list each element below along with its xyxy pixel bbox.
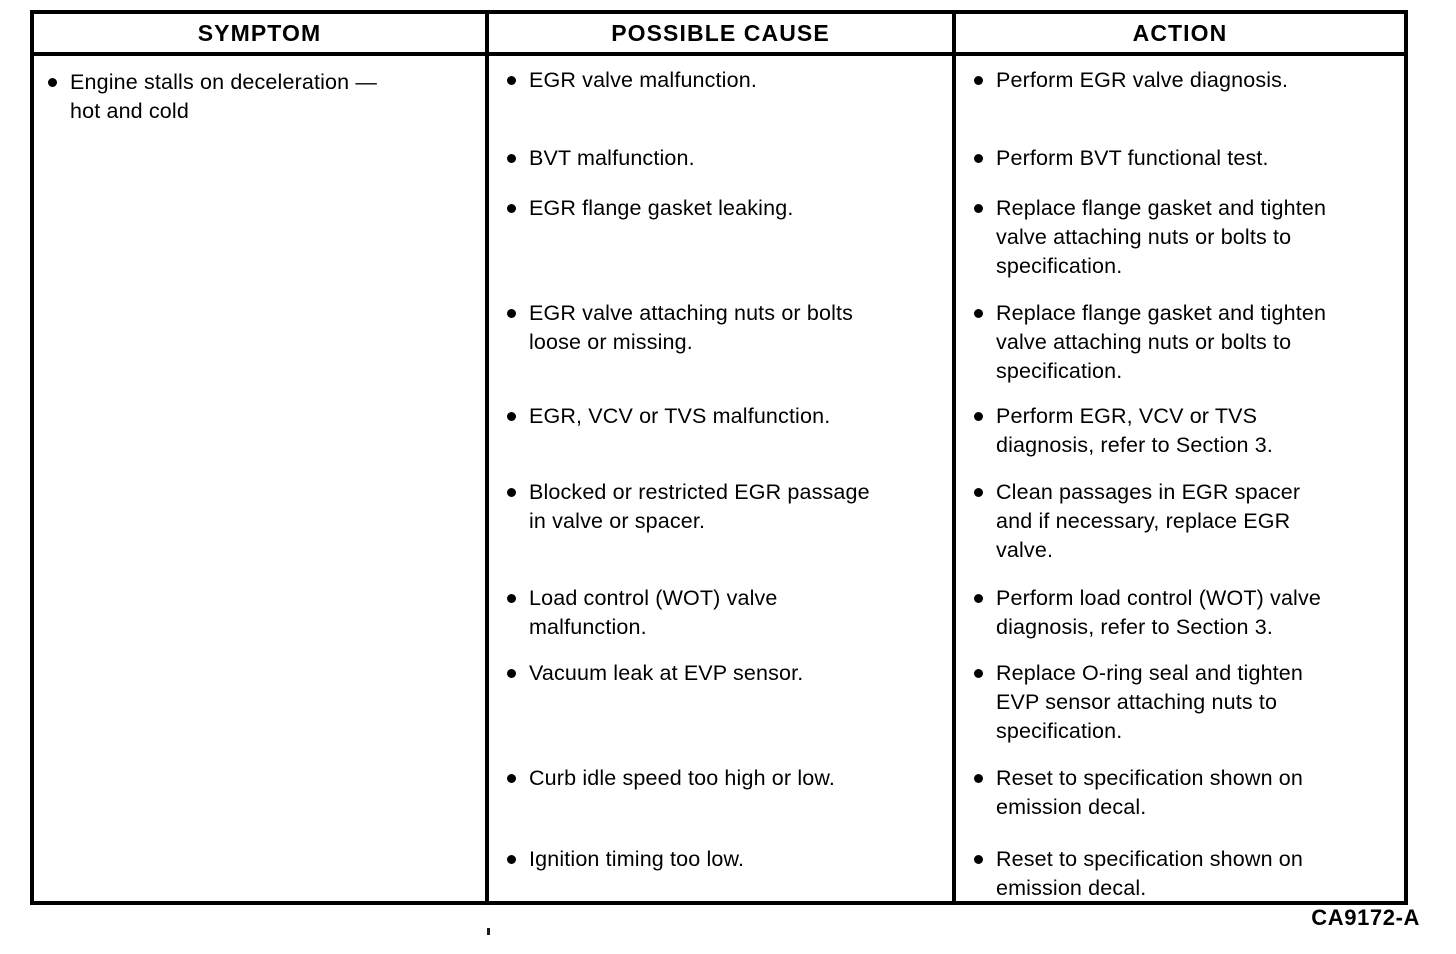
bullet-point-icon <box>974 774 983 783</box>
action-item: Perform load control (WOT) valve diagnos… <box>974 584 1398 642</box>
bullet-point-icon <box>974 488 983 497</box>
possible-cause-item: EGR valve attaching nuts or bolts loose … <box>507 299 943 357</box>
column-action: Perform EGR valve diagnosis. Perform BVT … <box>956 56 1404 901</box>
action-text: Reset to specification shown on emission… <box>996 766 1304 819</box>
column-header-action: ACTION <box>1132 19 1228 46</box>
possible-cause-text: EGR, VCV or TVS malfunction. <box>529 404 831 428</box>
action-text: Clean passages in EGR spacer and if nece… <box>996 480 1301 562</box>
column-divider-1 <box>485 14 489 901</box>
bullet-point-icon <box>974 669 983 678</box>
action-text: Perform EGR, VCV or TVS diagnosis, refer… <box>996 404 1273 457</box>
bullet-point-icon <box>507 76 516 85</box>
column-header-symptom: SYMPTOM <box>197 19 322 46</box>
action-item: Perform EGR, VCV or TVS diagnosis, refer… <box>974 402 1398 460</box>
possible-cause-text: Blocked or restricted EGR passage in val… <box>529 480 870 533</box>
bullet-point-icon <box>507 204 516 213</box>
possible-cause-item: Ignition timing too low. <box>507 845 943 874</box>
possible-cause-item: Curb idle speed too high or low. <box>507 764 943 793</box>
action-item: Replace O-ring seal and tighten EVP sens… <box>974 659 1398 746</box>
table-header-row: SYMPTOM POSSIBLE CAUSE ACTION <box>34 14 1404 56</box>
possible-cause-item: Vacuum leak at EVP sensor. <box>507 659 943 688</box>
possible-cause-text: EGR flange gasket leaking. <box>529 196 794 220</box>
action-text: Perform EGR valve diagnosis. <box>996 68 1289 92</box>
possible-cause-text: EGR valve attaching nuts or bolts loose … <box>529 301 854 354</box>
possible-cause-text: Load control (WOT) valve malfunction. <box>529 586 778 639</box>
column-symptom: Engine stalls on deceleration — hot and … <box>34 56 485 901</box>
bullet-point-icon <box>507 488 516 497</box>
column-divider-2 <box>952 14 956 901</box>
possible-cause-text: Vacuum leak at EVP sensor. <box>529 661 804 685</box>
bullet-point-icon <box>974 76 983 85</box>
diagnosis-table: SYMPTOM POSSIBLE CAUSE ACTION Engine sta… <box>30 10 1408 905</box>
bullet-point-icon <box>974 154 983 163</box>
bullet-point-icon <box>507 774 516 783</box>
bullet-point-icon <box>507 594 516 603</box>
action-text: Perform BVT functional test. <box>996 146 1269 170</box>
column-possible-cause: EGR valve malfunction. BVT malfunction. EG… <box>489 56 952 901</box>
bullet-point-icon <box>974 594 983 603</box>
possible-cause-item: Blocked or restricted EGR passage in val… <box>507 478 943 536</box>
action-text: Replace flange gasket and tighten valve … <box>996 301 1327 383</box>
possible-cause-text: Curb idle speed too high or low. <box>529 766 835 790</box>
symptom-text: Engine stalls on deceleration — hot and … <box>70 70 378 123</box>
bullet-point-icon <box>974 855 983 864</box>
figure-reference-code: CA9172-A <box>1311 905 1420 930</box>
bullet-point-icon <box>507 855 516 864</box>
column-header-possible-cause: POSSIBLE CAUSE <box>611 19 830 46</box>
possible-cause-item: Load control (WOT) valve malfunction. <box>507 584 943 642</box>
table-body: Engine stalls on deceleration — hot and … <box>34 56 1404 901</box>
bullet-point-icon <box>974 204 983 213</box>
action-text: Replace flange gasket and tighten valve … <box>996 196 1327 278</box>
possible-cause-text: Ignition timing too low. <box>529 847 745 871</box>
bullet-point-icon <box>974 309 983 318</box>
bullet-point-icon <box>507 412 516 421</box>
bullet-point-icon <box>507 669 516 678</box>
action-item: Reset to specification shown on emission… <box>974 845 1398 903</box>
action-item: Perform BVT functional test. <box>974 144 1398 173</box>
possible-cause-item: BVT malfunction. <box>507 144 943 173</box>
action-text: Perform load control (WOT) valve diagnos… <box>996 586 1321 639</box>
possible-cause-text: EGR valve malfunction. <box>529 68 757 92</box>
bullet-point-icon <box>507 309 516 318</box>
action-item: Perform EGR valve diagnosis. <box>974 66 1398 95</box>
action-item: Reset to specification shown on emission… <box>974 764 1398 822</box>
action-item: Replace flange gasket and tighten valve … <box>974 194 1398 281</box>
possible-cause-text: BVT malfunction. <box>529 146 695 170</box>
bullet-point-icon <box>48 78 57 87</box>
action-text: Replace O-ring seal and tighten EVP sens… <box>996 661 1304 743</box>
possible-cause-item: EGR flange gasket leaking. <box>507 194 943 223</box>
action-item: Replace flange gasket and tighten valve … <box>974 299 1398 386</box>
action-item: Clean passages in EGR spacer and if nece… <box>974 478 1398 565</box>
scan-artifact-speck <box>487 928 490 935</box>
bullet-point-icon <box>974 412 983 421</box>
possible-cause-item: EGR valve malfunction. <box>507 66 943 95</box>
bullet-point-icon <box>507 154 516 163</box>
symptom-item: Engine stalls on deceleration — hot and … <box>48 68 468 126</box>
action-text: Reset to specification shown on emission… <box>996 847 1304 900</box>
possible-cause-item: EGR, VCV or TVS malfunction. <box>507 402 943 431</box>
